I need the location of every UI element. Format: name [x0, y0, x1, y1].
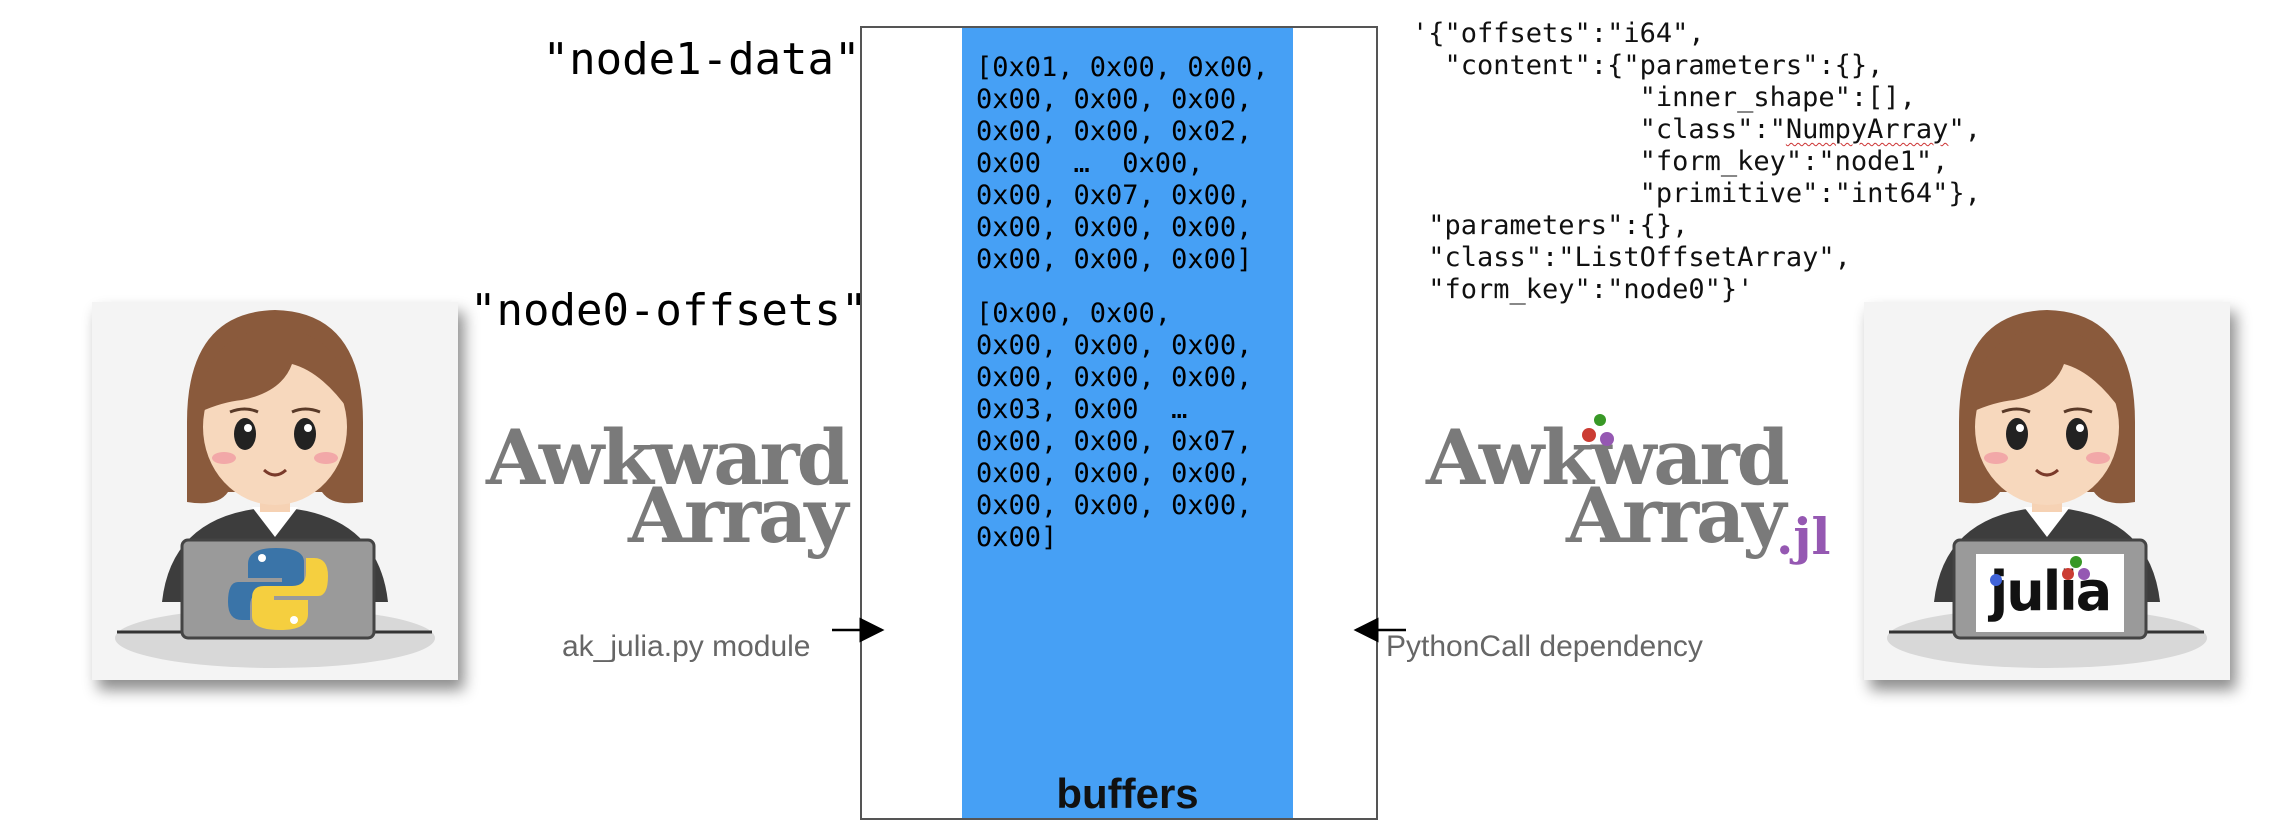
json-line: "primitive":"int64"},: [1412, 178, 1981, 209]
json-line: "parameters":{},: [1412, 210, 1689, 241]
json-line: "inner_shape":[],: [1412, 82, 1916, 113]
spellcheck-word: NumpyArray: [1785, 114, 1949, 145]
julia-dot-blue: [1990, 574, 2002, 586]
python-logo-icon: [228, 548, 328, 630]
logo-word-array: Array: [1566, 471, 1786, 560]
json-line: "class":": [1412, 114, 1786, 145]
julia-dot-purple: [1600, 432, 1614, 446]
logo-suffix-jl: .jl: [1776, 507, 1831, 566]
json-line: "content":{"parameters":{},: [1412, 50, 1884, 81]
julia-logo-text: julia: [1989, 560, 2112, 623]
json-line: "form_key":"node1",: [1412, 146, 1949, 177]
julia-dot-purple: [2078, 568, 2090, 580]
buffers-label: buffers: [1056, 770, 1199, 817]
json-line: "form_key":"node0"}': [1412, 274, 1754, 305]
woman-at-laptop-icon: [115, 310, 435, 668]
python-user-portrait: [92, 302, 458, 680]
logo-word-awkward: Awkward: [486, 413, 850, 502]
node1-data-buffer: [0x01, 0x00, 0x00, 0x00, 0x00, 0x00, 0x0…: [976, 52, 1269, 275]
form-json: '{"offsets":"i64", "content":{"parameter…: [1412, 18, 1981, 306]
json-line: "class":"ListOffsetArray",: [1412, 242, 1851, 273]
node0-offsets-buffer: [0x00, 0x00, 0x00, 0x00, 0x00, 0x00, 0x0…: [976, 298, 1253, 553]
pythoncall-dependency-label: PythonCall dependency: [1386, 630, 1703, 663]
json-line: ",: [1948, 114, 1981, 145]
julia-dot-green: [1594, 414, 1606, 426]
buffers-column: [962, 28, 1293, 818]
awkward-array-jl-logo: Awkward Array .jl: [1426, 414, 1846, 570]
julia-user-portrait: julia: [1864, 302, 2230, 680]
awkward-array-logo: Awkward Array: [486, 420, 862, 570]
logo-word-array: Array: [628, 471, 848, 560]
julia-dot-green: [2070, 556, 2082, 568]
json-line: '{"offsets":"i64",: [1412, 18, 1705, 49]
julia-logo-icon: julia: [1976, 554, 2124, 632]
julia-dot-red: [2062, 568, 2074, 580]
julia-dot-red: [1582, 428, 1596, 442]
ak-julia-module-label: ak_julia.py module: [562, 630, 811, 663]
